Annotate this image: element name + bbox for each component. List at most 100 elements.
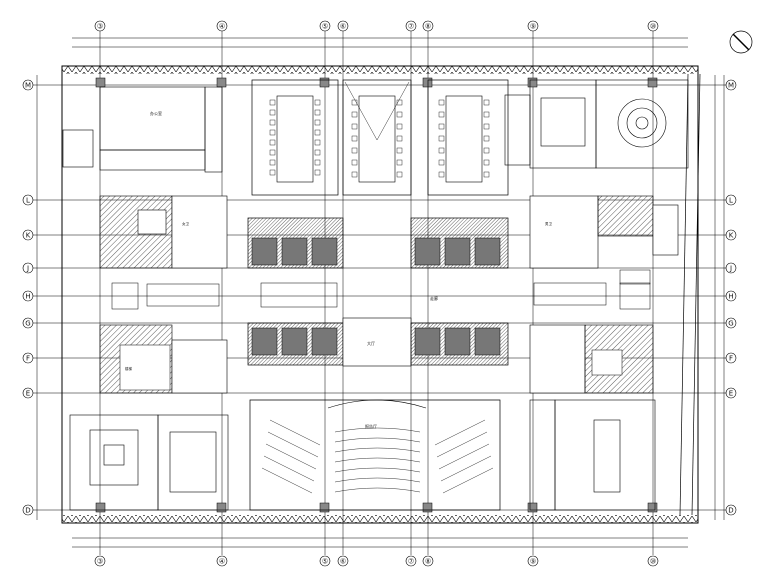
row-bubble-H: H [22, 290, 34, 302]
row-bubble-M: M [22, 79, 34, 91]
column-lines [99, 22, 654, 555]
svg-text:M: M [25, 82, 31, 90]
svg-text:M: M [728, 82, 734, 90]
axis-bubble-5: ⑤ [319, 20, 331, 32]
service-block-center-left-lower [247, 322, 344, 366]
row-bubble-G-right: G [725, 317, 737, 329]
svg-text:⑥: ⑥ [340, 23, 346, 31]
axis-bubble-10-bottom: ⑩ [647, 555, 659, 567]
svg-text:③: ③ [97, 558, 103, 566]
svg-text:J: J [729, 265, 732, 273]
svg-text:⑦: ⑦ [408, 23, 414, 31]
axis-bubble-8-bottom: ⑧ [422, 555, 434, 567]
axis-bubble-9: ⑨ [527, 20, 539, 32]
axis-bubble-4-bottom: ④ [216, 555, 228, 567]
svg-text:K: K [729, 232, 734, 240]
axis-bubble-4: ④ [216, 20, 228, 32]
svg-text:E: E [729, 390, 733, 398]
corridor-label: 走廊 [430, 295, 438, 301]
service-block-center-right-lower [410, 322, 509, 366]
row-bubble-E: E [22, 387, 34, 399]
svg-text:L: L [729, 197, 733, 205]
axis-bubble-5-bottom: ⑤ [319, 555, 331, 567]
svg-text:⑧: ⑧ [425, 558, 431, 566]
svg-text:⑨: ⑨ [530, 558, 536, 566]
svg-text:⑨: ⑨ [530, 23, 536, 31]
row-bubble-L-right: L [725, 194, 737, 206]
svg-text:J: J [26, 265, 29, 273]
svg-text:⑦: ⑦ [408, 558, 414, 566]
svg-text:女卫: 女卫 [182, 221, 189, 226]
row-bubble-D-right: D [725, 504, 737, 516]
svg-text:D: D [728, 507, 733, 515]
row-bubble-K: K [22, 229, 34, 241]
meeting-room-bottom-left-2 [157, 414, 229, 511]
svg-text:楼梯: 楼梯 [125, 366, 132, 371]
axis-bubble-6: ⑥ [337, 20, 349, 32]
svg-text:报告厅: 报告厅 [365, 423, 377, 429]
svg-text:⑩: ⑩ [650, 23, 656, 31]
meeting-room-bottom-left-1 [69, 414, 159, 511]
lecture-hall: 报告厅 [249, 399, 501, 511]
row-bubble-K-right: K [725, 229, 737, 241]
svg-text:⑥: ⑥ [340, 558, 346, 566]
lobby-center: 大厅 [342, 317, 412, 367]
structural-columns [95, 77, 658, 513]
svg-text:③: ③ [97, 23, 103, 31]
row-bubbles-right: M L K J H G F E D [725, 79, 737, 516]
meeting-room-2 [342, 79, 412, 196]
room-label-office: 办公室 [150, 110, 162, 116]
row-lines [24, 84, 735, 511]
svg-text:G: G [25, 320, 30, 328]
north-arrow-icon [729, 30, 753, 54]
row-bubble-E-right: E [725, 387, 737, 399]
svg-text:⑧: ⑧ [425, 23, 431, 31]
svg-text:④: ④ [219, 558, 225, 566]
meeting-room-top-right [504, 79, 689, 169]
axis-bubble-7: ⑦ [405, 20, 417, 32]
grid-lines [24, 22, 735, 555]
row-bubble-L: L [22, 194, 34, 206]
svg-text:男卫: 男卫 [545, 221, 553, 226]
svg-text:E: E [26, 390, 30, 398]
service-block-left-upper: 女卫 [99, 195, 228, 269]
svg-text:⑤: ⑤ [322, 558, 328, 566]
dimension-lines [36, 37, 725, 548]
row-bubble-J-right: J [725, 262, 737, 274]
axis-bubble-9-bottom: ⑨ [527, 555, 539, 567]
svg-text:大厅: 大厅 [367, 340, 375, 346]
meeting-room-bottom-right [529, 399, 656, 511]
row-bubble-J: J [22, 262, 34, 274]
row-bubble-H-right: H [725, 290, 737, 302]
svg-text:⑩: ⑩ [650, 558, 656, 566]
axis-bubble-3-bottom: ③ [94, 555, 106, 567]
row-bubbles-left: M L K J H G F E D [22, 79, 34, 516]
row-bubble-F: F [22, 352, 34, 364]
row-bubble-F-right: F [725, 352, 737, 364]
service-block-left-lower: 楼梯 [99, 324, 228, 394]
svg-text:D: D [25, 507, 30, 515]
service-block-right-lower [529, 324, 654, 394]
column-bubbles-top: ③ ④ ⑤ ⑥ ⑦ ⑧ ⑨ ⑩ [94, 20, 659, 32]
axis-bubble-6-bottom: ⑥ [337, 555, 349, 567]
svg-text:L: L [26, 197, 30, 205]
row-bubble-D: D [22, 504, 34, 516]
building-outline [61, 65, 699, 524]
service-block-right-upper: 男卫 [529, 195, 679, 269]
office-zone-top-left: 办公室 [62, 86, 223, 173]
row-bubble-G: G [22, 317, 34, 329]
corridor-lounge: 走廊 [111, 269, 651, 310]
meeting-room-3 [427, 79, 509, 196]
service-block-center-left-upper [247, 217, 344, 269]
svg-text:H: H [25, 293, 30, 301]
axis-bubble-3: ③ [94, 20, 106, 32]
right-wall [679, 73, 701, 516]
service-block-center-right-upper [410, 217, 509, 269]
column-bubbles-bottom: ③ ④ ⑤ ⑥ ⑦ ⑧ ⑨ ⑩ [94, 555, 659, 567]
svg-text:G: G [728, 320, 733, 328]
svg-text:F: F [729, 355, 733, 363]
svg-text:H: H [728, 293, 733, 301]
svg-text:F: F [26, 355, 30, 363]
axis-bubble-7-bottom: ⑦ [405, 555, 417, 567]
